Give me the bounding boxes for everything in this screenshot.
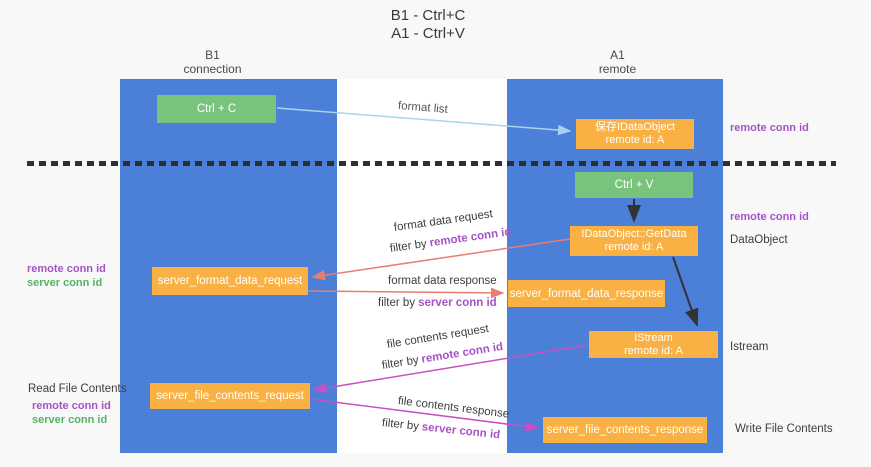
stored-idataobject-line2: remote id: A: [605, 134, 665, 146]
istream-side-label: Istream: [730, 341, 769, 353]
ctrl-c-node: Ctrl + C: [157, 95, 276, 123]
right-column-role: remote: [598, 62, 637, 76]
server-format-data-response-label: server_format_data_response: [509, 287, 664, 300]
left-column-role: connection: [183, 62, 242, 76]
session-divider-dashed-line: [27, 161, 836, 166]
istream-line2: remote id: A: [624, 344, 683, 357]
remote-conn-id-label-left2: remote conn id: [32, 400, 111, 412]
server-conn-id-label-left1: server conn id: [27, 277, 103, 289]
server-file-contents-response-label: server_file_contents_response: [546, 424, 704, 436]
idataobject-getdata-node: IDataObject::GetData remote id: A: [570, 226, 698, 256]
server-conn-id-text: server conn id: [418, 297, 497, 309]
remote-conn-id-label-left1: remote conn id: [27, 263, 106, 275]
istream-node: IStream remote id: A: [589, 331, 718, 358]
stored-idataobject-line1: 保存IDataObject: [594, 121, 676, 133]
istream-line1: IStream: [634, 331, 673, 344]
diagram-title: B1 - Ctrl+C A1 - Ctrl+V: [348, 7, 508, 43]
left-column-name: B1: [205, 48, 220, 62]
title-line-2: A1 - Ctrl+V: [391, 25, 465, 42]
server-file-contents-response-node: server_file_contents_response: [543, 417, 707, 443]
server-format-data-request-node: server_format_data_request: [152, 267, 308, 295]
center-gap-band: [337, 79, 507, 453]
remote-conn-id-label-mid: remote conn id: [730, 211, 809, 223]
filter-by-text: filter by: [378, 297, 416, 309]
idataobject-getdata-line2: remote id: A: [604, 241, 664, 253]
server-format-data-request-label: server_format_data_request: [157, 275, 303, 287]
read-file-contents-label: Read File Contents: [28, 383, 127, 395]
ctrl-c-label: Ctrl + C: [196, 103, 237, 115]
server-file-contents-request-node: server_file_contents_request: [150, 383, 310, 409]
ctrl-v-label: Ctrl + V: [614, 179, 654, 191]
format-data-response-label: format data response: [388, 275, 497, 287]
title-line-1: B1 - Ctrl+C: [390, 7, 466, 24]
server-format-data-response-node: server_format_data_response: [508, 280, 665, 307]
ctrl-v-node: Ctrl + V: [575, 172, 693, 198]
right-column-header: A1 remote: [565, 48, 670, 76]
dataobject-label: DataObject: [730, 234, 788, 246]
filter-by-server-conn-id-label-1: filter by server conn id: [378, 297, 497, 309]
server-file-contents-request-label: server_file_contents_request: [156, 390, 304, 402]
write-file-contents-label: Write File Contents: [735, 423, 833, 435]
left-column-header: B1 connection: [160, 48, 265, 76]
right-column-name: A1: [610, 48, 625, 62]
server-conn-id-label-left2: server conn id: [32, 414, 108, 426]
idataobject-getdata-line1: IDataObject::GetData: [581, 228, 687, 240]
stored-idataobject-node: 保存IDataObject remote id: A: [576, 119, 694, 149]
remote-conn-id-label-top: remote conn id: [730, 122, 809, 134]
